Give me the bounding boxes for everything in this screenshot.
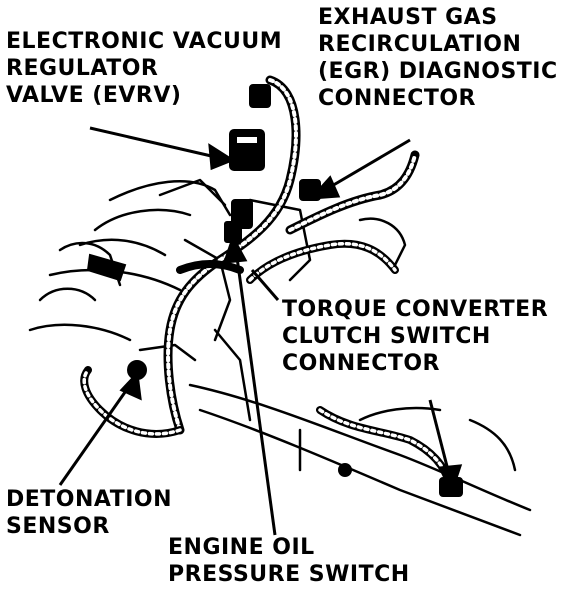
oil-switch-bracket xyxy=(213,328,252,422)
evrv-connector xyxy=(249,84,271,108)
manifold-top-outline xyxy=(108,180,232,217)
tcc-leader-line xyxy=(428,399,452,479)
transmission-seam-3 xyxy=(468,418,517,472)
evrv-label-line-2: REGULATOR xyxy=(6,56,159,81)
tcc-label-line-3: CONNECTOR xyxy=(282,351,440,376)
oil-label-line-2: PRESSURE SWITCH xyxy=(168,562,410,587)
egr-label-line-1: EXHAUST GAS xyxy=(318,5,498,30)
tcc-arrowhead xyxy=(437,464,463,494)
egr-label-line-2: RECIRCULATION xyxy=(318,32,522,57)
manifold-runner-4 xyxy=(38,287,97,302)
manifold-runner-2 xyxy=(78,238,167,257)
egr-arrowhead xyxy=(308,175,341,200)
detonation-label-line-2: SENSOR xyxy=(6,514,110,539)
egr-hose-outline xyxy=(358,217,407,267)
oil-leader-line xyxy=(234,249,277,536)
manifold-runner-1 xyxy=(93,208,192,232)
tcc-label-line-2: CLUTCH SWITCH xyxy=(282,324,491,349)
oil-label: ENGINE OIL PRESSURE SWITCH xyxy=(168,534,410,588)
manifold-runner-3 xyxy=(58,241,122,287)
upper-harness-branch-ribs xyxy=(248,242,397,282)
throttle-body-outline xyxy=(158,178,227,207)
injector-rail xyxy=(86,253,127,282)
evrv-label: ELECTRONIC VACUUM REGULATOR VALVE (EVRV) xyxy=(6,28,282,109)
detonation-label-line-1: DETONATION xyxy=(6,487,173,512)
egr-leader-line xyxy=(324,138,411,192)
oil-arrowhead xyxy=(222,234,248,264)
oil-label-line-1: ENGINE OIL xyxy=(168,535,315,560)
egr-harness-ribs xyxy=(288,153,417,232)
sensor-mount-outline xyxy=(138,343,197,362)
lower-harness-loop xyxy=(176,260,244,274)
tcc-label: TORQUE CONVERTER CLUTCH SWITCH CONNECTOR xyxy=(282,296,548,377)
evrv-arrowhead xyxy=(208,143,236,171)
evrv-body-detail xyxy=(235,135,259,145)
detonation-label: DETONATION SENSOR xyxy=(6,486,172,540)
egr-label-line-3: (EGR) DIAGNOSTIC xyxy=(318,59,558,84)
detonation-arrowhead xyxy=(119,370,142,401)
egr-label-line-4: CONNECTOR xyxy=(318,86,476,111)
transmission-bolt xyxy=(338,463,352,477)
transmission-edge-1 xyxy=(188,383,532,512)
block-edge-1 xyxy=(28,323,132,342)
tcc-pointer-line xyxy=(250,269,280,301)
evrv-leader-line xyxy=(89,126,221,160)
evrv-label-line-1: ELECTRONIC VACUUM xyxy=(6,29,283,54)
tcc-label-line-1: TORQUE CONVERTER xyxy=(282,297,549,322)
transmission-edge-2 xyxy=(198,408,522,537)
egr-label: EXHAUST GAS RECIRCULATION (EGR) DIAGNOST… xyxy=(318,4,558,112)
detonation-harness-ribs xyxy=(82,368,182,436)
main-wiring-harness-ribs xyxy=(166,78,298,432)
bracket-outline xyxy=(183,238,232,342)
detonation-leader-line xyxy=(58,384,132,486)
evrv-label-line-3: VALVE (EVRV) xyxy=(6,83,182,108)
transmission-seam-2 xyxy=(358,406,442,422)
